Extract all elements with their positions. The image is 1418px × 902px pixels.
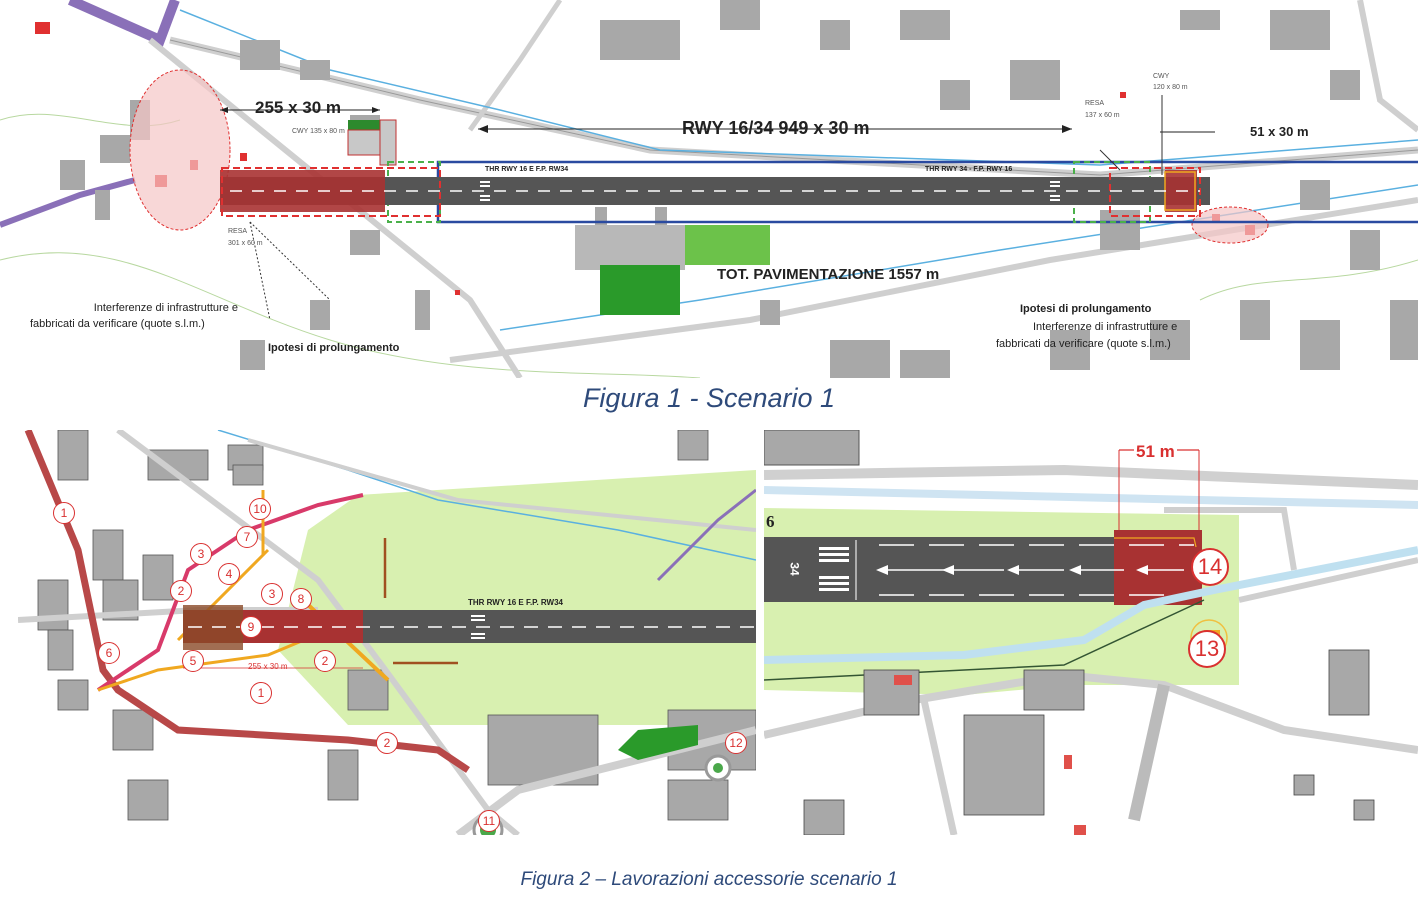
marker-10: 10 [249,498,271,520]
resa-west-title: RESA [228,228,248,235]
hypothesis-east-label: Ipotesi di prolungamento [1020,303,1152,315]
thr-34-label: THR RWY 34 - F.P. RWY 16 [925,166,1013,173]
resa-east-size: 137 x 60 m [1085,112,1120,119]
marker-2a: 2 [170,580,192,602]
marker-2b: 2 [314,650,336,672]
left-extension-label: 255 x 30 m [248,662,288,671]
marker-3a: 3 [190,543,212,565]
marker-14: 14 [1191,548,1229,586]
marker-12: 12 [725,732,747,754]
figure1-map: RWY 16/34 949 x 30 m 255 x 30 m CWY 135 … [0,0,1418,378]
figure1-caption: Figura 1 - Scenario 1 [582,383,836,413]
figure2-left-map: THR RWY 16 E F.P. RW34 255 x 30 m 1 1 2 … [18,430,756,835]
marker-1a: 1 [53,502,75,524]
cwy-east-title: CWY [1153,73,1170,80]
marker-7: 7 [236,526,258,548]
marker-8: 8 [290,588,312,610]
cwy-east-size: 120 x 80 m [1153,84,1188,91]
left-thr-label: THR RWY 16 E F.P. RW34 [468,598,563,607]
interference-west-line2: fabbricati da verificare (quote s.l.m.) [30,318,205,330]
interference-east-line2: fabbricati da verificare (quote s.l.m.) [996,338,1171,350]
interference-east-line1: Interferenze di infrastrutture e [1033,321,1178,333]
marker-6: 6 [98,642,120,664]
resa-west-size: 301 x 60 m [228,240,263,247]
figure2-left-graphics [18,430,756,835]
hypothesis-west-label: Ipotesi di prolungamento [268,342,400,354]
marker-11: 11 [478,810,500,832]
marker-13: 13 [1188,630,1226,668]
resa-east-title: RESA [1085,100,1105,107]
marker-4: 4 [218,563,240,585]
total-pavement-label: TOT. PAVIMENTAZIONE 1557 m [717,266,940,283]
figure1-map-graphics [0,0,1418,378]
figure2-caption: Figura 2 – Lavorazioni accessorie scenar… [520,869,898,890]
right-dimension-label: 51 m [1134,442,1177,462]
threshold-marking: 34 [787,562,802,576]
marker-2c: 2 [376,732,398,754]
figure2-right-graphics [764,430,1418,835]
marker-1b: 1 [250,682,272,704]
interference-west-line1: Interferenze di infrastrutture e [93,302,238,314]
extension-east-label: 51 x 30 m [1250,124,1309,139]
runway-total-label: RWY 16/34 949 x 30 m [682,118,870,138]
cwy-west-label: CWY 135 x 80 m [292,128,345,135]
figure2-right-map: 51 m 6 34 13 14 [764,430,1418,835]
extension-west-label: 255 x 30 m [255,98,342,117]
marker-3b: 3 [261,583,283,605]
runway-number-label: 6 [766,512,775,531]
marker-9: 9 [240,616,262,638]
thr-16-label: THR RWY 16 E F.P. RW34 [485,166,569,173]
marker-5: 5 [182,650,204,672]
